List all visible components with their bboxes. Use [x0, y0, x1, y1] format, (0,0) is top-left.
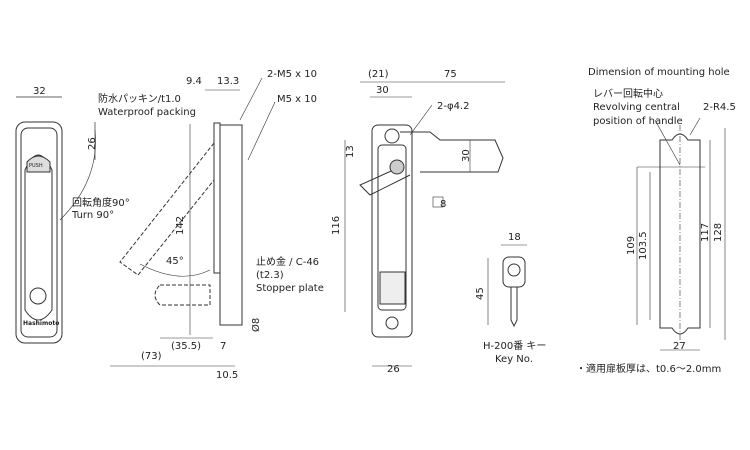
stopper-thickness: (t2.3)	[256, 270, 284, 281]
dim-13: 13	[345, 145, 356, 158]
dim-142: 142	[175, 215, 186, 235]
dim-9-4: 9.4	[186, 76, 202, 87]
brand-logo: Hashimoto	[23, 320, 60, 327]
radius-label: 2-R4.5	[703, 102, 736, 113]
dim-116: 116	[331, 215, 342, 235]
side-view-shape	[110, 77, 276, 367]
dim-26: 26	[87, 137, 98, 150]
front-view-shape	[15, 96, 96, 344]
stopper-label-jp: 止め金 / C-46	[256, 257, 320, 268]
center-label-en-1: Revolving central	[593, 102, 680, 113]
turn-label-en: Turn 90°	[72, 210, 115, 221]
turn-label-jp: 回転角度90°	[72, 198, 130, 209]
key-dim-18: 18	[508, 232, 521, 243]
dim-10-5: 10.5	[216, 370, 239, 381]
mounting-hole-title: Dimension of mounting hole	[588, 67, 730, 78]
stopper-label-en: Stopper plate	[256, 283, 324, 294]
dim-7: 7	[220, 341, 227, 352]
dim-73: (73)	[141, 351, 162, 362]
key-shape	[487, 244, 527, 328]
mounting-hole-shape	[636, 117, 726, 351]
dim-109: 109	[626, 235, 637, 255]
angle-45: 45°	[166, 256, 184, 267]
dim-width-32: 32	[33, 86, 46, 97]
dim-21: (21)	[368, 69, 389, 80]
thickness-note: ・適用扉板厚は、t0.6～2.0mm	[576, 364, 722, 375]
center-label-jp: レバー回転中心	[593, 89, 663, 100]
key-label-jp: H-200番 キー	[483, 341, 547, 352]
square-8: 8	[440, 199, 447, 210]
dim-128: 128	[713, 222, 724, 242]
screw-label-2: M5 x 10	[277, 94, 317, 105]
dim-30-vertical: 30	[461, 149, 472, 162]
center-label-en-2: position of handle	[593, 116, 683, 127]
dim-dia-8: Ø8	[251, 317, 262, 332]
dim-27: 27	[673, 341, 686, 352]
screw-label-1: 2-M5 x 10	[267, 69, 317, 80]
holes-label: 2-φ4.2	[437, 101, 470, 112]
dim-26-rear: 26	[387, 364, 400, 375]
key-dim-45: 45	[475, 287, 486, 300]
dim-103-5: 103.5	[638, 231, 649, 260]
key-label-en: Key No.	[495, 354, 533, 365]
rear-view-shape	[344, 81, 505, 367]
dim-75: 75	[444, 69, 457, 80]
push-label: PUSH	[29, 163, 43, 169]
dim-117: 117	[700, 222, 711, 242]
packing-label-en: Waterproof packing	[98, 107, 196, 118]
packing-label-jp: 防水パッキン/t1.0	[98, 94, 181, 105]
dim-35-5: (35.5)	[171, 341, 202, 352]
dim-30-horizontal: 30	[376, 85, 389, 96]
dim-13-3: 13.3	[217, 76, 240, 87]
